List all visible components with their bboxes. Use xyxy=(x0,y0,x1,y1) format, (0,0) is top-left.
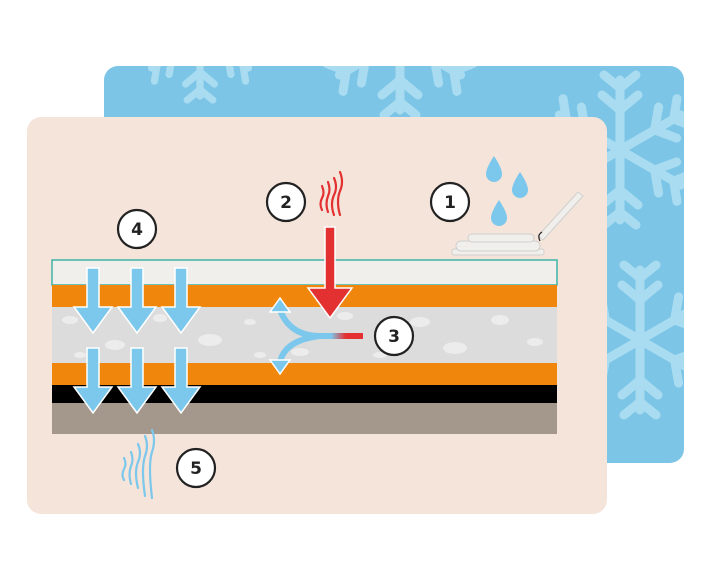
svg-text:2: 2 xyxy=(280,193,292,213)
base-layer xyxy=(52,403,557,434)
orange-layer-upper xyxy=(52,285,557,307)
cold-arrow-icon xyxy=(160,347,202,415)
water-drops-icon xyxy=(486,156,528,226)
svg-text:3: 3 xyxy=(388,327,400,347)
svg-text:5: 5 xyxy=(190,459,202,479)
cold-arrow-icon xyxy=(72,267,114,335)
cold-arrow-icon xyxy=(116,267,158,335)
cold-arrow-icon xyxy=(160,267,202,335)
marker-4: 4 xyxy=(116,208,158,250)
heating-mat-icon xyxy=(451,191,584,256)
cold-waves-icon xyxy=(121,428,156,500)
floor-layers xyxy=(51,259,558,434)
cold-arrow-icon xyxy=(72,347,114,415)
marker-2: 2 xyxy=(265,181,307,223)
marker-5: 5 xyxy=(175,447,217,489)
svg-text:4: 4 xyxy=(131,220,143,240)
heat-waves-icon xyxy=(319,170,344,217)
cold-arrow-icon xyxy=(116,347,158,415)
heat-deflection-arrows xyxy=(268,296,363,376)
orange-layer-lower xyxy=(52,363,557,385)
svg-text:1: 1 xyxy=(444,193,456,213)
insulation-texture xyxy=(62,312,543,358)
surface-layer xyxy=(51,259,558,286)
marker-3: 3 xyxy=(373,315,415,357)
heat-arrow-icon xyxy=(306,226,354,320)
marker-1: 1 xyxy=(429,181,471,223)
cold-arrows xyxy=(72,267,202,415)
